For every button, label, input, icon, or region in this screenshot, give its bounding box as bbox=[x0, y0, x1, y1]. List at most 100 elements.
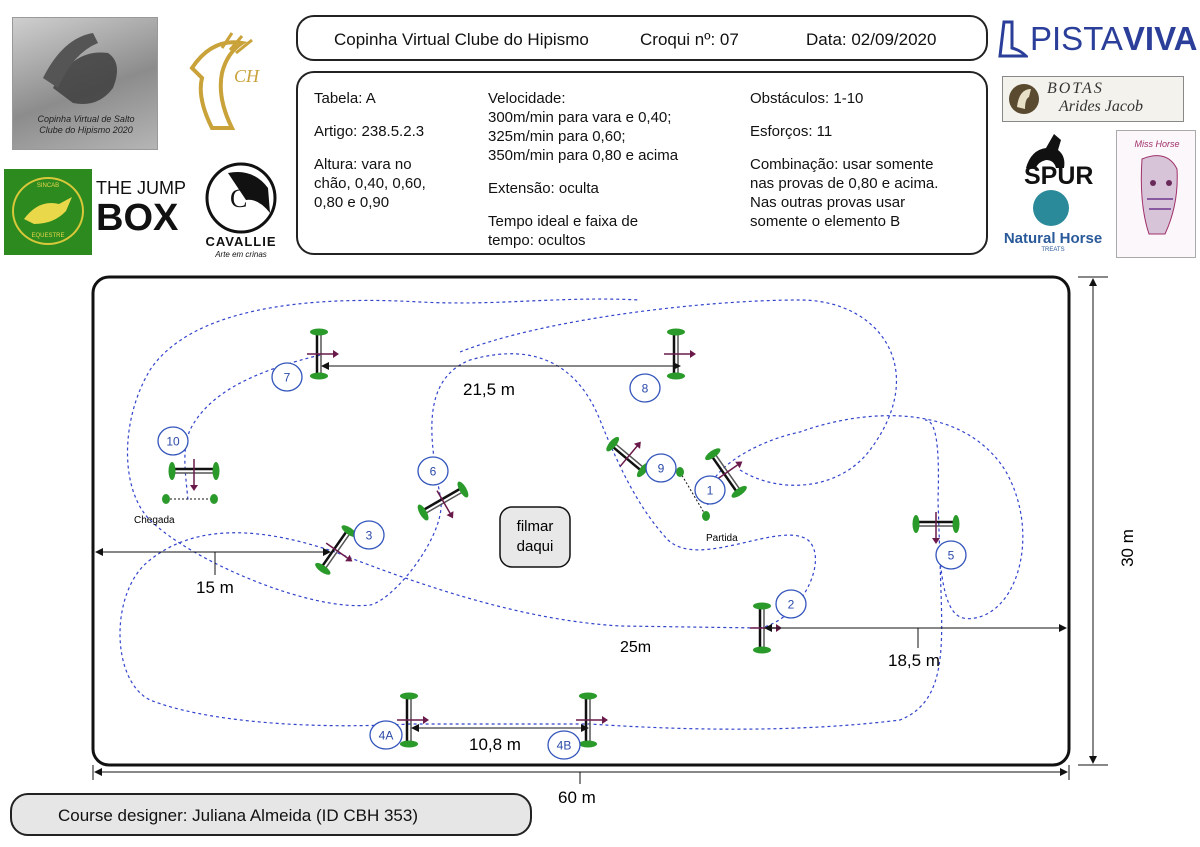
distance-label-7-8: 21,5 m bbox=[463, 380, 515, 399]
obstacle-label-8-text: 8 bbox=[642, 382, 649, 396]
rearing-horse-icon bbox=[1026, 134, 1065, 168]
info-efforts: Esforços: 11 bbox=[750, 123, 833, 140]
obstacle-3 bbox=[315, 525, 357, 575]
jumping-horse-icon bbox=[24, 197, 72, 224]
jump-box-logo: THE JUMP BOX bbox=[96, 178, 192, 248]
obstacle-label-2: 2 bbox=[775, 589, 807, 619]
info-time: Tempo ideal e faixa de tempo: ocultos bbox=[488, 213, 639, 249]
obstacle-7 bbox=[307, 328, 339, 380]
obstacle-9 bbox=[606, 436, 650, 478]
obstacle-label-4a-text: 4A bbox=[379, 729, 394, 743]
obstacle-label-8: 8 bbox=[629, 373, 661, 403]
info-speed: Velocidade: 300m/min para vara e 0,40; 3… bbox=[488, 90, 679, 164]
info-column-2: Velocidade: 300m/min para vara e 0,40; 3… bbox=[488, 89, 738, 264]
obstacle-label-10-text: 10 bbox=[166, 435, 180, 449]
jump-box-text-1: THE JUMP bbox=[96, 178, 186, 198]
obstacle-8 bbox=[664, 328, 696, 380]
green-logo-text-2: EQUESTRE bbox=[31, 233, 65, 239]
obstacle-6 bbox=[417, 481, 469, 521]
decorated-horse-head-icon bbox=[1140, 155, 1178, 235]
distance-label-2-5: 25m bbox=[620, 639, 651, 656]
finish-label: Chegada bbox=[134, 515, 175, 526]
course-designer: Course designer: Juliana Almeida (ID CBH… bbox=[58, 806, 419, 825]
ch-logo: CH bbox=[172, 28, 282, 140]
botas-logo: BOTAS Arides Jacob bbox=[1002, 76, 1184, 122]
botas-text: BOTAS bbox=[1047, 80, 1104, 97]
green-logo-text-1: SINCAB bbox=[36, 183, 60, 189]
obstacle-label-7-text: 7 bbox=[284, 371, 291, 385]
miss-horse-logo: Miss Horse bbox=[1116, 130, 1196, 258]
obstacle-label-1: 1 bbox=[694, 475, 726, 505]
natural-horse-icon bbox=[1033, 190, 1069, 226]
start-post-bottom bbox=[702, 511, 710, 521]
start-line bbox=[679, 471, 707, 517]
obstacle-label-1-text: 1 bbox=[707, 484, 714, 498]
copinha-logo-text-1: Copinha Virtual de Salto bbox=[37, 114, 135, 124]
start-post-top bbox=[676, 467, 684, 477]
obstacle-label-5-text: 5 bbox=[948, 549, 955, 563]
horse-jump-icon bbox=[43, 33, 117, 104]
cavallie-horse-icon bbox=[205, 162, 277, 234]
obstacle-label-7: 7 bbox=[271, 362, 303, 392]
course-title: Copinha Virtual Clube do Hipismo bbox=[334, 30, 589, 49]
arena-height-label: 30 m bbox=[1118, 529, 1137, 567]
start-label: Partida bbox=[706, 533, 738, 544]
cavallie-logo: C CAVALLIE Arte em crinas bbox=[198, 158, 284, 262]
horse-head-icon bbox=[189, 32, 253, 130]
obstacle-label-4a: 4A bbox=[369, 720, 403, 750]
course-designer-box: Course designer: Juliana Almeida (ID CBH… bbox=[10, 793, 532, 836]
course-date: Data: 02/09/2020 bbox=[806, 30, 937, 49]
cavallie-tagline: Arte em crinas bbox=[215, 250, 267, 259]
filming-spot-text-2: daqui bbox=[517, 538, 554, 555]
obstacle-label-3: 3 bbox=[353, 520, 385, 550]
obstacle-label-4b-text: 4B bbox=[557, 739, 572, 753]
obstacle-label-2-text: 2 bbox=[788, 598, 795, 612]
obstacle-label-4b: 4B bbox=[547, 730, 581, 760]
arena-outline bbox=[91, 275, 1071, 767]
boot-icon bbox=[998, 20, 1028, 58]
obstacle-1 bbox=[705, 448, 747, 498]
info-table: Tabela: A bbox=[314, 90, 376, 107]
filming-spot bbox=[499, 506, 571, 568]
filming-spot-text-1: filmar bbox=[517, 518, 554, 535]
ch-logo-text: CH bbox=[234, 66, 260, 86]
pistaviva-logo: PISTAVIVA bbox=[998, 18, 1198, 64]
copinha-logo-text-2: Clube do Hipismo 2020 bbox=[39, 125, 133, 135]
info-combination: Combinação: usar somente nas provas de 0… bbox=[750, 156, 939, 230]
pistaviva-text: PISTAVIVA bbox=[1030, 20, 1198, 57]
course-header: Copinha Virtual Clube do Hipismo Croqui … bbox=[296, 15, 988, 61]
obstacle-2 bbox=[750, 602, 782, 654]
horse-seal-icon bbox=[1009, 84, 1039, 114]
info-length: Extensão: oculta bbox=[488, 180, 599, 197]
info-column-3: Obstáculos: 1-10 Esforços: 11 Combinação… bbox=[750, 89, 985, 245]
obstacle-label-6: 6 bbox=[417, 456, 449, 486]
distance-label-4a-4b: 10,8 m bbox=[469, 735, 521, 754]
croqui-number: Croqui nº: 07 bbox=[640, 30, 739, 49]
info-obstacles: Obstáculos: 1-10 bbox=[750, 90, 864, 107]
obstacle-4a bbox=[397, 692, 429, 748]
info-height: Altura: vara no chão, 0,40, 0,60, 0,80 e… bbox=[314, 156, 426, 211]
info-article: Artigo: 238.5.2.3 bbox=[314, 123, 425, 140]
finish-post-right bbox=[210, 494, 218, 504]
distance-label-2-wall: 18,5 m bbox=[888, 651, 940, 670]
natural-horse-logo: Natural Horse TREATS bbox=[996, 190, 1110, 258]
botas-subtext: Arides Jacob bbox=[1059, 98, 1143, 115]
obstacle-label-9-text: 9 bbox=[658, 462, 665, 476]
obstacle-5 bbox=[912, 512, 960, 544]
obstacle-10 bbox=[168, 459, 220, 491]
obstacle-4b bbox=[576, 692, 608, 748]
obstacle-label-6-text: 6 bbox=[430, 465, 437, 479]
natural-horse-text: Natural Horse bbox=[1003, 230, 1103, 247]
distance-label-3-wall: 15 m bbox=[196, 578, 234, 597]
jump-box-text-2: BOX bbox=[96, 197, 179, 239]
course-info-panel: Tabela: A Artigo: 238.5.2.3 Altura: vara… bbox=[296, 71, 988, 255]
spur-text: SPUR bbox=[1024, 162, 1094, 190]
cavallie-name: CAVALLIE bbox=[205, 234, 277, 249]
copinha-logo: Copinha Virtual de Salto Clube do Hipism… bbox=[12, 17, 158, 150]
arena-width-label: 60 m bbox=[558, 788, 596, 807]
miss-horse-text: Miss Horse bbox=[1134, 139, 1180, 149]
natural-horse-subtext: TREATS bbox=[1041, 247, 1065, 253]
green-equestrian-logo: SINCAB EQUESTRE bbox=[4, 169, 92, 255]
info-column-1: Tabela: A Artigo: 238.5.2.3 Altura: vara… bbox=[314, 89, 474, 226]
